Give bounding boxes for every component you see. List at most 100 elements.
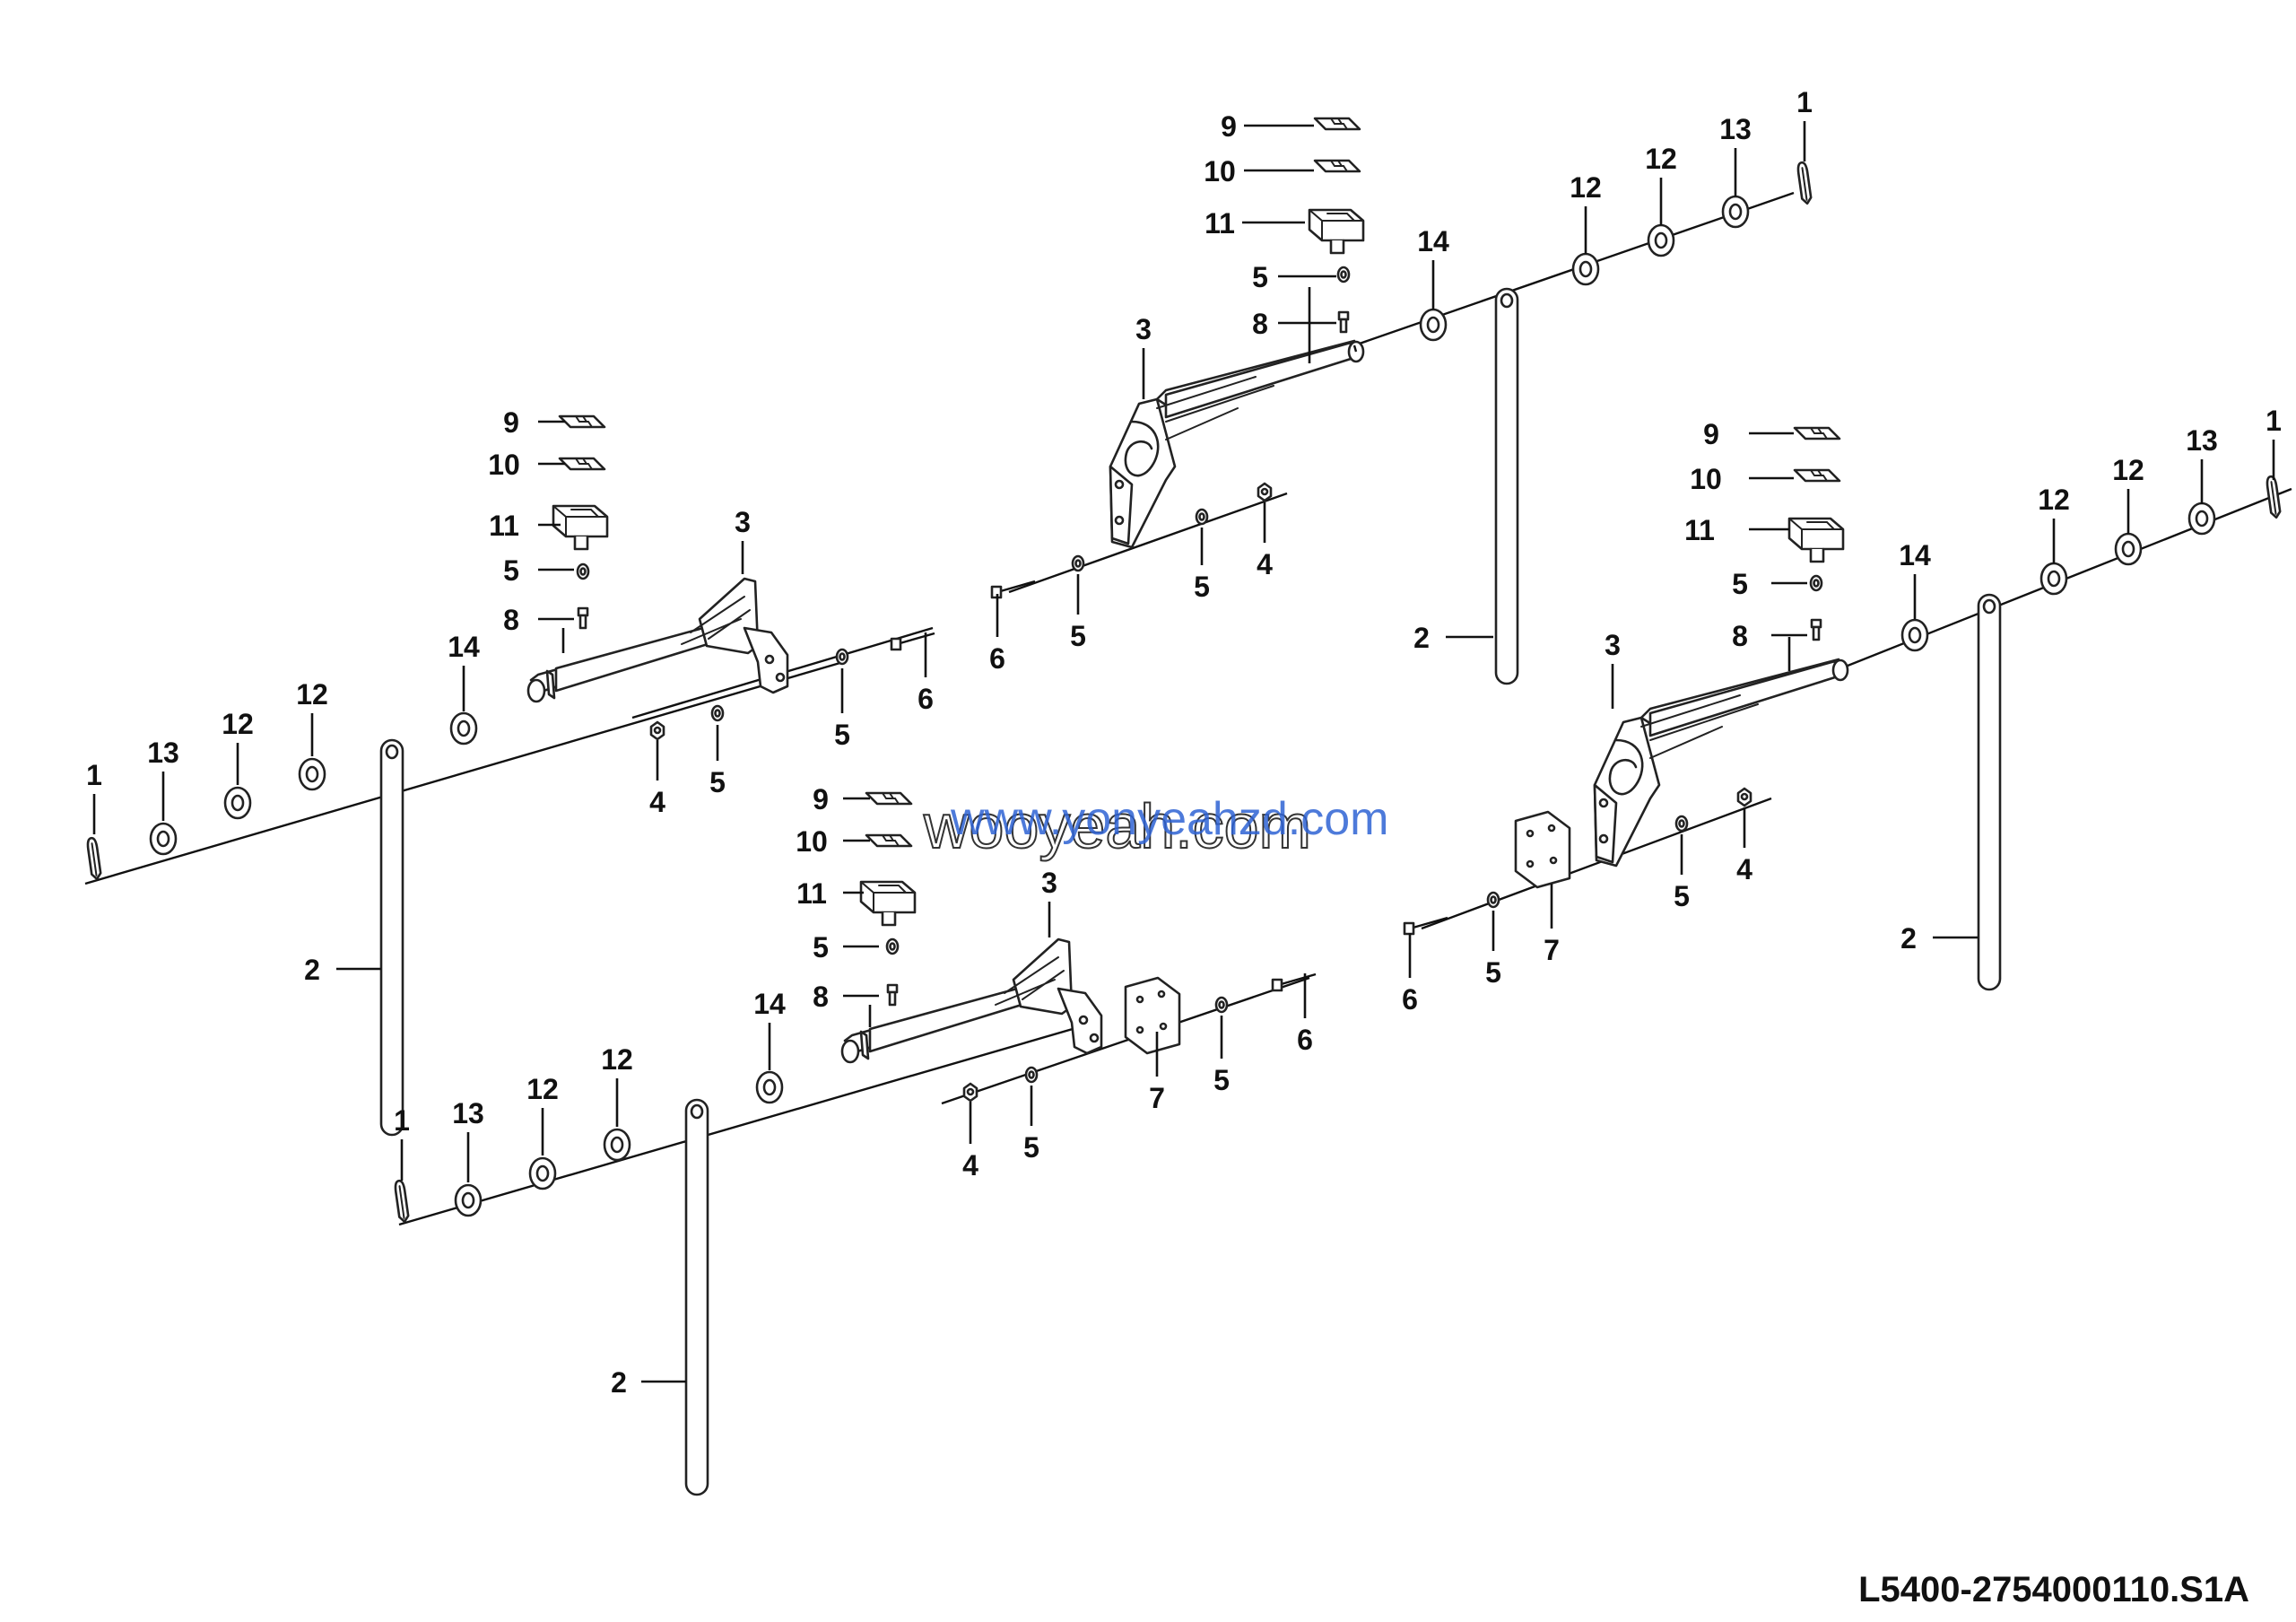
washer [1486, 891, 1500, 909]
cotter-pin [85, 836, 103, 881]
washer [835, 648, 849, 666]
callout-label: 10 [1204, 155, 1236, 187]
link-rod [1494, 287, 1519, 685]
mounting-plate [1514, 810, 1571, 889]
callout-label: 1 [86, 759, 102, 791]
callout-label: 2 [304, 954, 320, 986]
callout-label: 8 [813, 981, 829, 1013]
leader-lines [92, 121, 2275, 1383]
nut [1257, 482, 1273, 502]
callout-label: 3 [1041, 867, 1057, 899]
washer [1571, 252, 1600, 286]
washer [2114, 532, 2143, 566]
bolt [886, 983, 899, 1007]
clamp [552, 504, 609, 551]
watermark: wooyeah.com www.yonyeahzd.com [922, 790, 1388, 862]
bolt [1810, 618, 1822, 641]
bolt [577, 606, 589, 630]
callout-label: 9 [813, 783, 829, 815]
callout-label: 5 [1732, 568, 1748, 600]
assembly-top [990, 117, 1813, 685]
washer [1674, 815, 1689, 833]
watermark-url: www.yonyeahzd.com [950, 793, 1388, 845]
callout-label: 5 [834, 719, 850, 751]
clamp [1308, 208, 1365, 255]
washer [603, 1128, 631, 1162]
callout-label: 3 [1135, 313, 1152, 345]
washer [1336, 266, 1351, 283]
callout-label: 8 [1252, 308, 1268, 340]
shim [1793, 426, 1841, 440]
callout-label: 12 [526, 1073, 559, 1105]
callout-label: 4 [1257, 548, 1273, 580]
link-rod [684, 1098, 709, 1496]
callout-label: 10 [488, 449, 520, 481]
callout-label: 14 [448, 631, 480, 663]
callout-label: 8 [1732, 620, 1748, 652]
callout-label: 3 [735, 506, 751, 538]
callout-label: 13 [2186, 424, 2218, 457]
callout-label: 5 [503, 554, 519, 587]
washer [1900, 618, 1929, 652]
assembly-right [1403, 426, 2292, 991]
nut [1736, 787, 1752, 807]
shim [558, 414, 606, 429]
nut [649, 720, 665, 741]
washer [1809, 574, 1823, 592]
callout-label: 1 [1796, 86, 1813, 118]
callout-label: 13 [452, 1097, 484, 1129]
axle-bracket [840, 937, 1103, 1064]
callout-label: 5 [1674, 880, 1690, 912]
washer [1721, 195, 1750, 229]
callout-label: 9 [1221, 110, 1237, 143]
shim [865, 791, 913, 806]
callout-label: 2 [611, 1366, 627, 1399]
washer [1024, 1066, 1039, 1084]
callout-label: 4 [962, 1149, 978, 1182]
link-rod [379, 738, 404, 1137]
callout-label: 12 [601, 1043, 633, 1076]
shim [558, 457, 606, 471]
washer [149, 822, 178, 856]
callout-label: 9 [503, 406, 519, 439]
washer [1195, 508, 1209, 526]
washer [2039, 562, 2068, 596]
callout-label: 10 [1690, 463, 1722, 495]
washer [528, 1156, 557, 1190]
callout-label: 7 [1544, 934, 1560, 966]
clamp [1787, 517, 1845, 563]
callout-label: 5 [1194, 571, 1210, 603]
callout-label: 1 [2266, 405, 2282, 437]
callout-label: 13 [1719, 113, 1752, 145]
callout-label: 5 [813, 931, 829, 964]
bolt [890, 632, 936, 651]
callout-label: 14 [1899, 539, 1931, 571]
callout-label: 13 [147, 737, 179, 769]
assembly-left [84, 414, 936, 1137]
callout-label: 3 [1605, 629, 1621, 661]
callout-label: 2 [1900, 922, 1917, 955]
callout-label: 1 [394, 1104, 410, 1137]
callout-label: 5 [709, 766, 726, 798]
axle-bracket [1109, 339, 1365, 549]
axle-bracket [1593, 658, 1849, 868]
link-rod [1977, 593, 2002, 991]
washer [454, 1183, 483, 1217]
callout-label: 11 [1205, 207, 1235, 240]
callout-label: 5 [1070, 620, 1086, 652]
callout-label: 5 [1213, 1064, 1230, 1096]
callout-label: 6 [989, 642, 1005, 675]
callout-label: 5 [1023, 1131, 1039, 1164]
assembly-bottom [393, 791, 1318, 1496]
callout-label: 11 [796, 877, 827, 910]
callout-label: 8 [503, 604, 519, 636]
callout-label: 12 [1645, 143, 1677, 175]
clamp [859, 880, 917, 927]
washer [1071, 554, 1085, 572]
cotter-pin [2265, 475, 2283, 519]
washer [710, 704, 725, 722]
callout-labels: 1 13 12 12 14 2 3 4 5 5 6 8 5 11 10 9 1 … [86, 86, 2282, 1399]
callout-label: 6 [1297, 1024, 1313, 1056]
drawing-id: L5400-2754000110.S1A [1858, 1570, 2249, 1609]
